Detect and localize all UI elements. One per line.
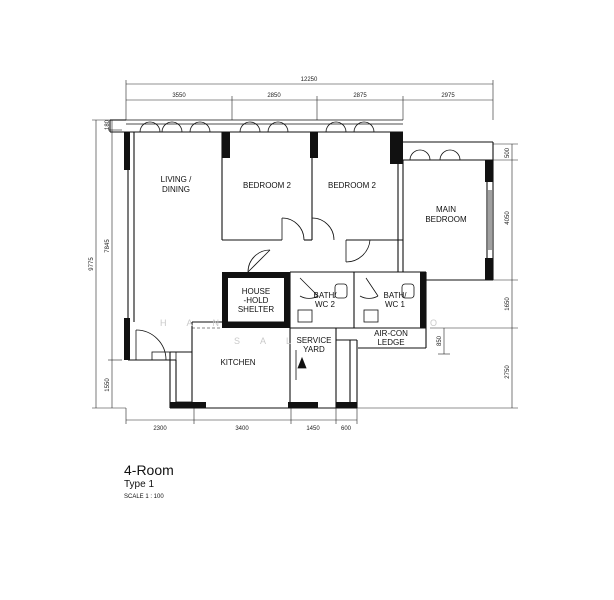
- doors: [135, 217, 379, 380]
- plan-type: Type 1: [124, 479, 155, 490]
- dim-top-2: 2850: [267, 93, 281, 99]
- dim-bottom-4: 600: [341, 426, 352, 432]
- label-service-yard-2: YARD: [303, 345, 325, 354]
- dim-right-2: 4050: [505, 211, 511, 225]
- basin-wc2: [297, 309, 313, 323]
- dim-left-inner-3: 1550: [105, 378, 111, 392]
- label-bath-wc1-2: WC 1: [385, 300, 406, 309]
- label-shelter-3: SHELTER: [238, 305, 275, 314]
- dim-bottom-3: 1450: [306, 426, 320, 432]
- dim-right-1: 500: [505, 147, 511, 158]
- walls: [109, 119, 494, 409]
- watermark-line-2: S A L: [234, 336, 300, 346]
- plan-scale: SCALE 1 : 100: [124, 494, 164, 500]
- label-living-dining-2: DINING: [162, 185, 190, 194]
- watermark-line-1: H A N: [160, 318, 228, 328]
- plan-caption: 4-Room Type 1 SCALE 1 : 100: [124, 462, 174, 502]
- toilet-wc2: [334, 283, 348, 299]
- kitchen-sink: [151, 351, 171, 361]
- toilet-wc1: [401, 283, 415, 299]
- dim-left-total: 9775: [89, 257, 95, 271]
- watermark-line-3: O: [430, 318, 446, 328]
- dim-top-1: 3550: [172, 93, 186, 99]
- label-main-bedroom-2: BEDROOM: [425, 215, 467, 224]
- label-bath-wc2-1: BATH/: [314, 291, 338, 300]
- kitchen-counter: [175, 351, 193, 403]
- label-shelter-1: HOUSE: [242, 287, 270, 296]
- label-living-dining-1: LIVING /: [161, 175, 192, 184]
- label-bedroom-2b: BEDROOM 2: [328, 181, 377, 190]
- room-labels: LIVING / DINING BEDROOM 2 BEDROOM 2 MAIN…: [161, 175, 467, 367]
- dim-right-3: 1650: [505, 297, 511, 311]
- label-shelter-2: -HOLD: [244, 296, 269, 305]
- label-aircon-ledge-1: AIR-CON: [374, 329, 408, 338]
- dim-top-4: 2975: [441, 93, 455, 99]
- dim-bottom-1: 2300: [153, 426, 167, 432]
- dim-bottom-2: 3400: [235, 426, 249, 432]
- label-bedroom-2a: BEDROOM 2: [243, 181, 292, 190]
- label-aircon-ledge-2: LEDGE: [377, 338, 404, 347]
- label-kitchen: KITCHEN: [220, 358, 255, 367]
- watermark: H A N S A L O: [160, 318, 446, 346]
- label-bath-wc2-2: WC 2: [315, 300, 336, 309]
- dimension-labels: 12250 3550 2850 2875 2975 2300 3400 1450…: [89, 77, 511, 432]
- dim-right-5: 2750: [505, 365, 511, 379]
- dim-top-3: 2875: [353, 93, 367, 99]
- dim-left-inner-1: 180: [105, 119, 111, 130]
- fixtures: [151, 283, 415, 403]
- dim-left-inner-2: 7845: [105, 239, 111, 253]
- plan-title: 4-Room: [124, 462, 174, 478]
- windows: [126, 119, 493, 250]
- label-bath-wc1-1: BATH/: [384, 291, 408, 300]
- dim-right-4: 850: [437, 335, 443, 346]
- basin-wc1: [363, 309, 379, 323]
- label-main-bedroom-1: MAIN: [436, 205, 456, 214]
- label-service-yard-1: SERVICE: [297, 336, 332, 345]
- dim-overall-width: 12250: [301, 77, 318, 83]
- structural-walls: [124, 132, 493, 408]
- dimension-lines: [92, 80, 518, 424]
